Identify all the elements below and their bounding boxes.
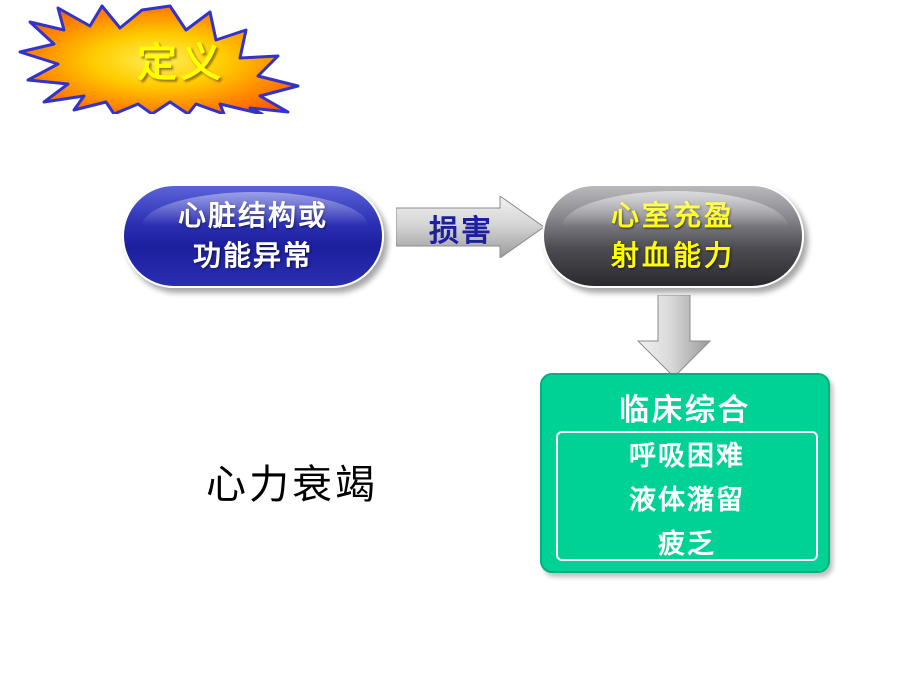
cause-box-line-2: 功能异常	[192, 239, 313, 272]
slide-caption: 心力衰竭	[206, 462, 378, 508]
arrow-down-icon	[636, 294, 712, 378]
arrow-right-icon	[395, 195, 545, 259]
effect-box-line-1: 心室充盈	[610, 199, 735, 232]
starburst-shape	[18, 4, 300, 114]
effect-box-line-2: 射血能力	[610, 239, 735, 272]
result-line-2: 液体潴留	[629, 485, 745, 516]
result-line-1: 呼吸困难	[629, 441, 745, 472]
result-box-inner: 呼吸困难 液体潴留 疲乏	[556, 431, 818, 561]
cause-box[interactable]: 心脏结构或 功能异常	[122, 184, 384, 288]
result-box[interactable]: 临床综合 呼吸困难 液体潴留 疲乏	[540, 373, 830, 573]
result-line-3: 疲乏	[658, 529, 716, 560]
title-starburst: 定义	[10, 4, 330, 114]
result-box-title: 临床综合	[619, 393, 751, 428]
vertical-arrow	[636, 294, 712, 378]
cause-box-line-1: 心脏结构或	[177, 199, 328, 232]
effect-box[interactable]: 心室充盈 射血能力	[542, 184, 804, 288]
horizontal-arrow	[395, 195, 545, 259]
